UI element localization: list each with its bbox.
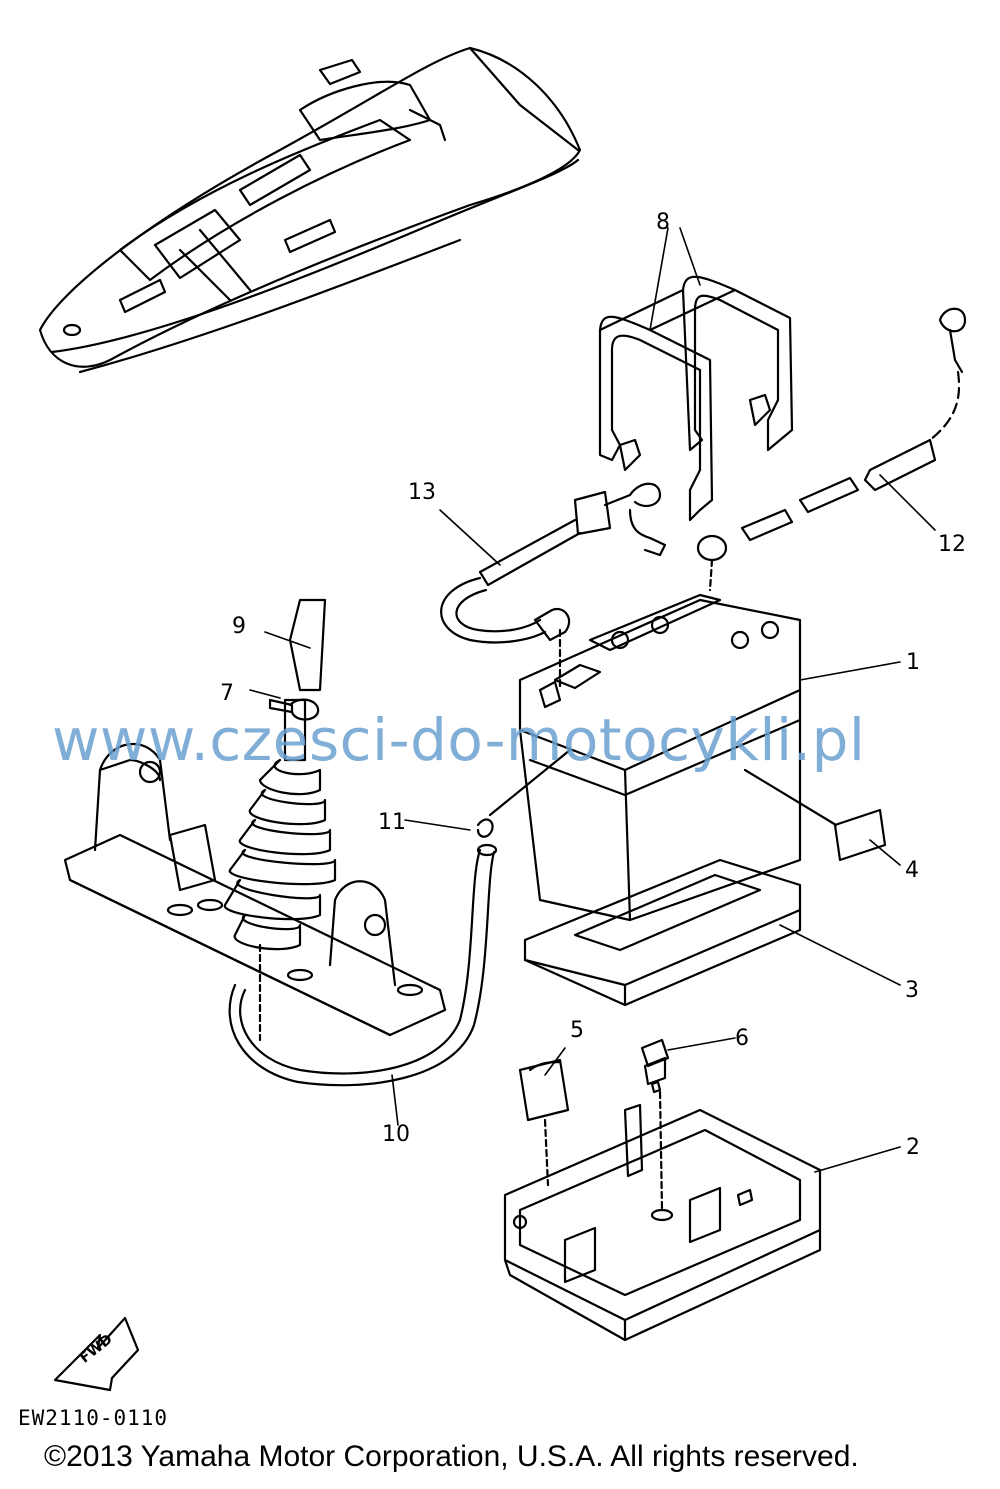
bolt-drawing	[640, 1038, 670, 1212]
part-label-3: 3	[905, 978, 919, 1003]
part-label-8: 8	[656, 210, 670, 235]
part-label-2: 2	[906, 1135, 920, 1160]
battery-band-drawing	[598, 275, 794, 522]
seal-drawing	[743, 768, 887, 862]
battery-pad-drawing	[523, 858, 802, 1007]
part-label-10: 10	[382, 1122, 410, 1147]
rubber-boot-drawing	[223, 598, 337, 1042]
fwd-arrow-icon	[53, 1316, 140, 1392]
part-label-13: 13	[408, 480, 436, 505]
part-label-6: 6	[735, 1026, 749, 1051]
part-label-12: 12	[938, 532, 966, 557]
bracket-drawing	[63, 742, 447, 1037]
part-label-1: 1	[906, 650, 920, 675]
drawing-code: EW2110-0110	[18, 1406, 169, 1430]
breather-hose-drawing	[228, 843, 498, 1087]
watermark: www.czesci-do-motocykli.pl	[52, 706, 866, 774]
part-label-4: 4	[905, 858, 919, 883]
part-label-11: 11	[378, 810, 406, 835]
battery-cable-drawing	[440, 482, 667, 692]
copyright-notice: ©2013 Yamaha Motor Corporation, U.S.A. A…	[44, 1440, 859, 1473]
watercraft-overview-drawing	[38, 46, 582, 374]
hose-clip-drawing	[476, 748, 572, 838]
battery-box-drawing	[503, 1103, 822, 1342]
cap-drawing	[518, 1058, 570, 1187]
lead-wire-drawing	[696, 307, 967, 592]
part-label-7: 7	[220, 681, 234, 706]
part-label-9: 9	[232, 614, 246, 639]
part-label-5: 5	[570, 1018, 584, 1043]
leader-lines	[249, 227, 936, 1173]
clamp-drawing	[268, 698, 320, 721]
